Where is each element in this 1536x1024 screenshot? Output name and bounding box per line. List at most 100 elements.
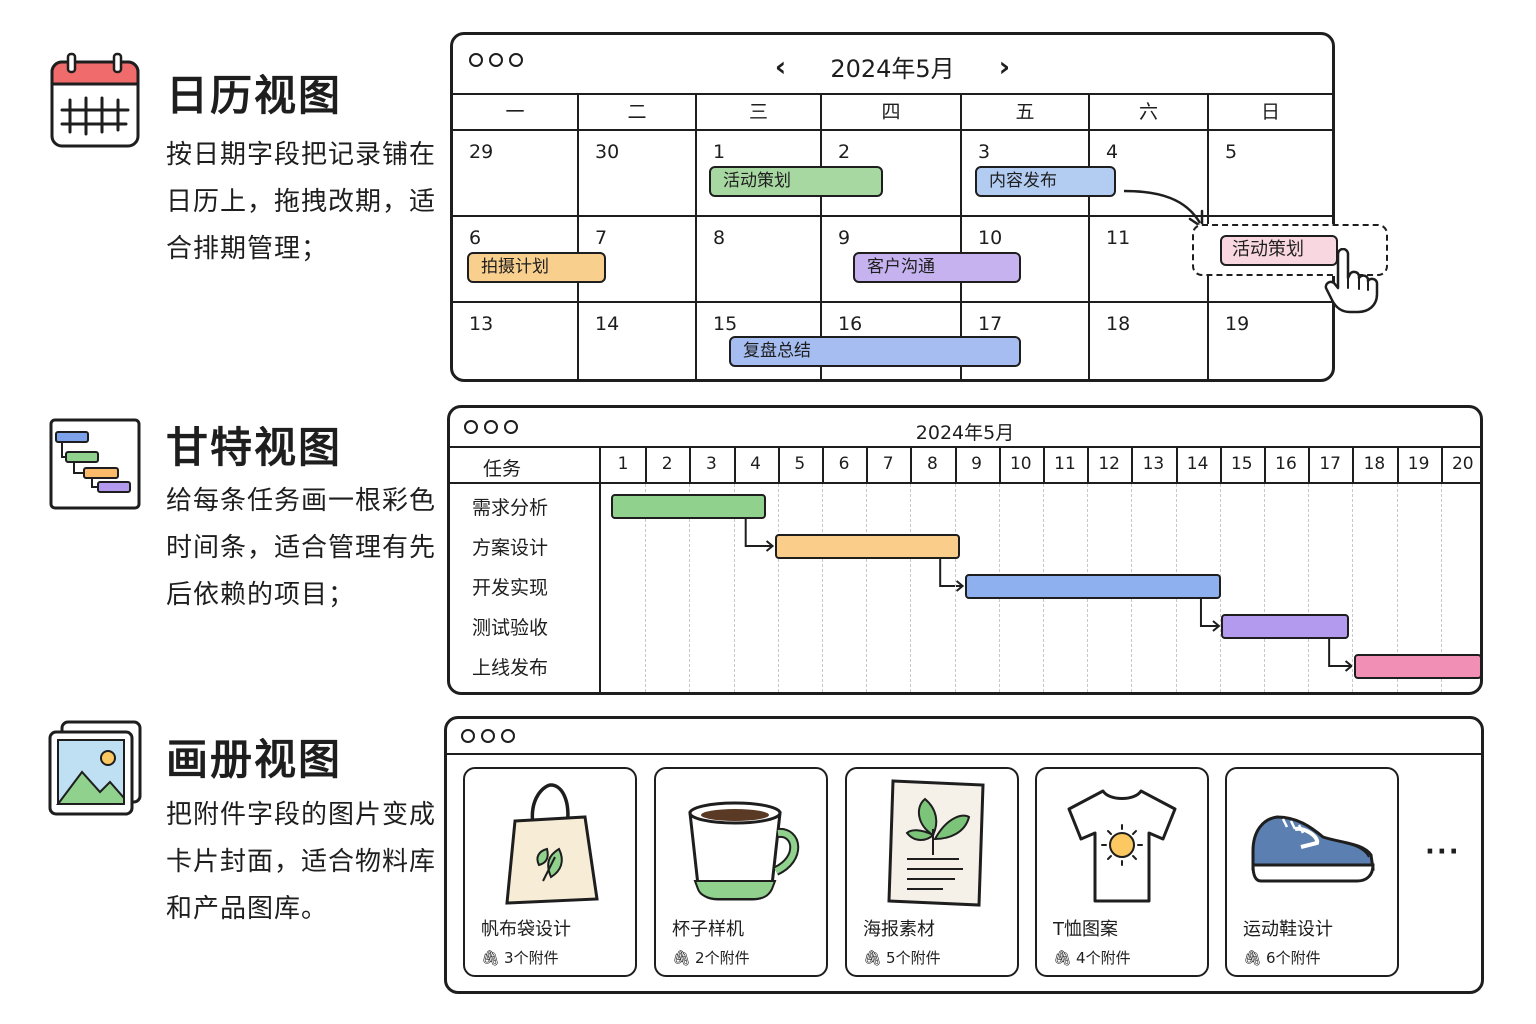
gantt-gridline (1396, 484, 1398, 692)
window-dot[interactable] (464, 420, 478, 434)
weekday-header: 一 二 三 四 五 六 日 (453, 95, 1332, 131)
chevron-left-icon[interactable]: ‹ (774, 50, 787, 83)
card-title: 帆布袋设计 (481, 919, 571, 940)
calendar-event[interactable]: 拍摄计划 (467, 252, 606, 283)
window-controls (461, 729, 515, 743)
gallery-intro: 画册视图 把附件字段的图片变成卡片封面，适合物料库和产品图库。 (48, 718, 448, 948)
gantt-task-name: 上线发布 (472, 657, 549, 679)
gantt-task-bar[interactable] (1353, 654, 1480, 679)
day-cell[interactable]: 18 (1090, 303, 1209, 379)
gantt-task-bar[interactable] (1220, 614, 1350, 639)
gantt-intro: 甘特视图 给每条任务画一根彩色时间条，适合管理有先后依赖的项目； (48, 412, 448, 642)
gantt-day-label: 19 (1407, 454, 1430, 474)
calendar-grid: 一 二 三 四 五 六 日 29 30 1 2 3 4 5 6 7 8 9 10… (453, 93, 1332, 379)
calendar-event[interactable]: 活动策划 (709, 166, 883, 197)
attachment-count: 2个附件 (695, 949, 750, 967)
window-dot[interactable] (509, 53, 523, 67)
attachment-count: 3个附件 (504, 949, 559, 967)
gantt-gridline (1264, 484, 1265, 692)
more-icon[interactable]: ··· (1425, 837, 1461, 867)
paperclip-icon: 🖇 (1053, 948, 1073, 967)
day-cell[interactable]: 13 (453, 303, 579, 379)
image-gallery-icon (48, 720, 142, 816)
day-cell[interactable]: 4 (1090, 131, 1209, 215)
gantt-day-label: 2 (661, 454, 673, 474)
gantt-day-label: 11 (1054, 454, 1076, 474)
gantt-header-divider (1131, 446, 1134, 484)
gantt-task-bar[interactable] (611, 494, 766, 519)
gallery-card[interactable]: T恤图案 🖇4个附件 (1035, 767, 1209, 977)
hand-pointer-icon (1324, 248, 1379, 314)
tshirt-icon (1067, 789, 1177, 903)
card-title: 海报素材 (863, 919, 935, 940)
day-cell[interactable]: 8 (697, 217, 822, 301)
drag-drop-target[interactable]: 活动策划 (1192, 224, 1388, 276)
gantt-header-divider (689, 446, 692, 484)
gantt-chart-icon (49, 418, 141, 510)
day-cell[interactable]: 10 (962, 217, 1090, 301)
day-cell[interactable]: 7 (579, 217, 697, 301)
gallery-card[interactable]: 海报素材 🖇5个附件 (845, 767, 1019, 977)
gantt-task-header: 任务 (483, 458, 522, 480)
gantt-gridline (689, 484, 691, 692)
gantt-day-label: 13 (1142, 454, 1165, 474)
calendar-month-label: 2024年5月 (830, 55, 955, 83)
gallery-window: 帆布袋设计 🖇3个附件 杯子样机 🖇2个附件 海报素材 🖇5个附件 (444, 716, 1484, 994)
gantt-header-divider (1219, 446, 1222, 484)
gantt-day-label: 3 (705, 454, 717, 474)
day-cell[interactable]: 17 (962, 303, 1090, 379)
gantt-header-divider (1308, 446, 1311, 484)
week-row: 29 30 1 2 3 4 5 (453, 131, 1332, 217)
day-cell[interactable]: 2 (822, 131, 962, 215)
window-dot[interactable] (504, 420, 518, 434)
gantt-day-label: 17 (1319, 454, 1341, 474)
gantt-header-divider (1087, 446, 1090, 484)
window-dot[interactable] (461, 729, 475, 743)
gantt-task-bar[interactable] (964, 574, 1221, 599)
gantt-header-divider (1043, 446, 1045, 484)
day-cell[interactable]: 29 (453, 131, 579, 215)
window-dot[interactable] (489, 53, 503, 67)
gantt-day-label: 8 (926, 454, 938, 474)
day-cell[interactable]: 30 (579, 131, 697, 215)
day-cell[interactable]: 19 (1225, 313, 1250, 335)
gantt-task-bar[interactable] (774, 534, 961, 559)
tote-bag-icon (505, 783, 599, 905)
calendar-event[interactable]: 内容发布 (975, 166, 1116, 197)
gantt-gridline (1308, 484, 1310, 692)
window-controls (464, 420, 518, 434)
day-cell[interactable]: 5 (1225, 141, 1238, 163)
gantt-header-divider (733, 446, 736, 484)
window-dot[interactable] (481, 729, 495, 743)
card-attachments: 🖇2个附件 (672, 947, 750, 968)
gantt-gridline (910, 484, 912, 692)
gallery-card[interactable]: 运动鞋设计 🖇6个附件 (1225, 767, 1399, 977)
gantt-gridline (866, 484, 868, 692)
card-attachments: 🖇5个附件 (863, 947, 941, 968)
day-cell[interactable]: 14 (579, 303, 697, 379)
weekday-label: 三 (697, 95, 822, 129)
gallery-card[interactable]: 帆布袋设计 🖇3个附件 (463, 767, 637, 977)
window-dot[interactable] (501, 729, 515, 743)
gantt-gridline (954, 484, 956, 692)
calendar-intro: 日历视图 按日期字段把记录铺在日历上，拖拽改期，适合排期管理； (48, 52, 448, 282)
attachment-count: 6个附件 (1266, 949, 1321, 967)
gantt-day-label: 15 (1230, 454, 1253, 474)
calendar-event[interactable]: 复盘总结 (729, 336, 1021, 367)
window-controls (469, 53, 523, 67)
gallery-title: 画册视图 (166, 735, 343, 784)
calendar-event[interactable]: 客户沟通 (853, 252, 1021, 283)
window-dot[interactable] (484, 420, 498, 434)
card-title: T恤图案 (1053, 919, 1118, 940)
window-dot[interactable] (469, 53, 483, 67)
chevron-right-icon[interactable]: › (998, 50, 1011, 83)
dependency-arrowhead (765, 540, 775, 552)
calendar-description: 按日期字段把记录铺在日历上，拖拽改期，适合排期管理； (166, 140, 437, 264)
dragging-event[interactable]: 活动策划 (1220, 235, 1338, 266)
gantt-gridline (1440, 484, 1442, 692)
gantt-day-label: 7 (882, 454, 894, 474)
dependency-arrowhead (1344, 660, 1354, 672)
gantt-header-divider (1264, 446, 1266, 484)
gallery-card[interactable]: 杯子样机 🖇2个附件 (654, 767, 828, 977)
